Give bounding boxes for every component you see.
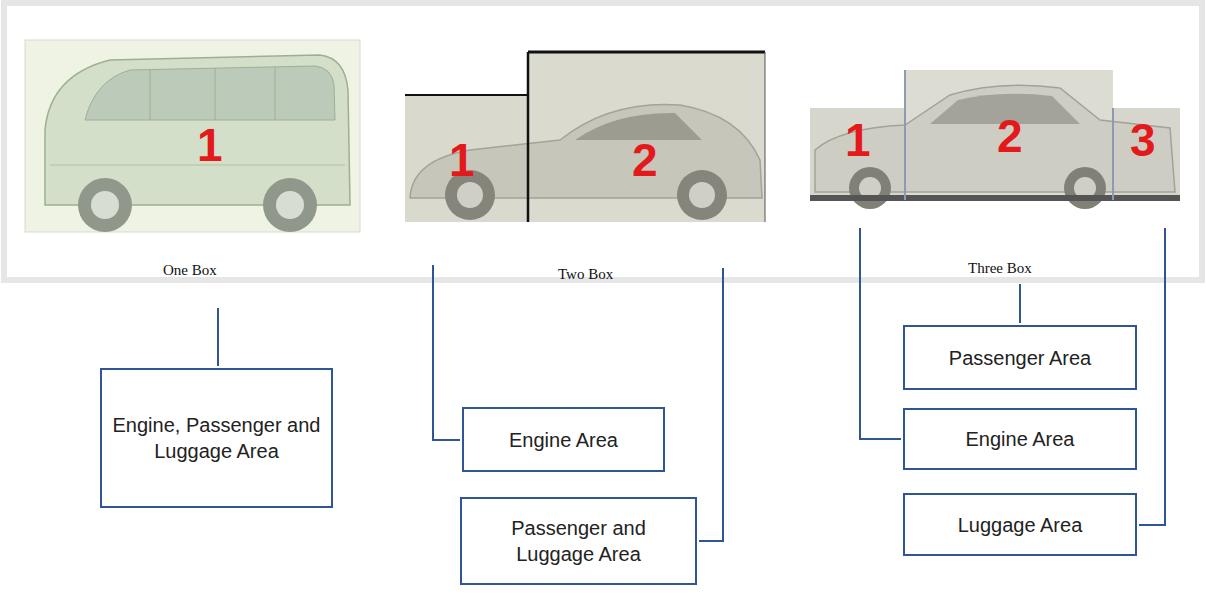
callout-box: Engine Area (462, 407, 665, 472)
style-caption: Two Box (558, 266, 613, 283)
style-caption: One Box (163, 262, 217, 279)
callout-number: 1 (845, 113, 871, 167)
callout-box: Engine Area (903, 408, 1137, 470)
callout-text: Passenger Area (949, 345, 1091, 371)
callout-box: Passenger and Luggage Area (460, 497, 697, 585)
callout-number: 2 (632, 133, 658, 187)
callout-text: Engine Area (509, 427, 618, 453)
callout-number: 2 (997, 109, 1023, 163)
callout-box: Engine, Passenger and Luggage Area (100, 368, 333, 508)
style-caption: Three Box (968, 260, 1032, 277)
callout-text: Engine Area (966, 426, 1075, 452)
callout-number: 3 (1130, 113, 1156, 167)
callout-number: 1 (449, 133, 475, 187)
two-box-car (405, 52, 765, 222)
three-box-car (810, 70, 1180, 209)
callout-text: Engine, Passenger and Luggage Area (112, 412, 321, 464)
callout-box: Passenger Area (903, 325, 1137, 390)
one-box-car (25, 40, 360, 232)
callout-text: Luggage Area (958, 512, 1083, 538)
callout-number: 1 (197, 118, 223, 172)
callout-box: Luggage Area (903, 493, 1137, 556)
callout-text: Passenger and Luggage Area (472, 515, 685, 567)
